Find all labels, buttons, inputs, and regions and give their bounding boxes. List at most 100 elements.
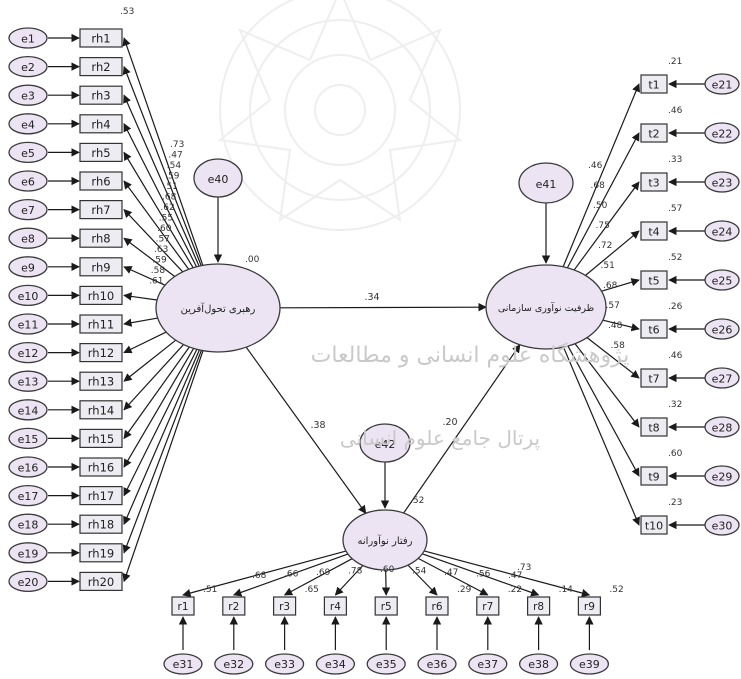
right-loading-2: .50 — [593, 201, 608, 211]
latent-label-right: ظرفیت نوآوری سازمانی — [498, 301, 594, 314]
latent-transformational-leadership — [155, 263, 281, 353]
loading-arrow-t8 — [574, 343, 640, 428]
loading-arrow-rh2 — [122, 65, 202, 266]
left-loading-6: .68 — [162, 193, 177, 203]
r2-label-left: .00 — [245, 255, 260, 265]
left-loading-13: .58 — [151, 266, 166, 276]
error-circle-e20 — [8, 570, 48, 593]
error-label-e2: e2 — [21, 61, 35, 74]
error-label-e27: e27 — [712, 373, 733, 386]
error-circle-e26 — [704, 318, 740, 340]
bottom-loading-4: .60 — [380, 565, 395, 575]
right-loading-7: .57 — [606, 301, 620, 311]
error-label-e7: e7 — [21, 204, 35, 217]
error-label-e29: e29 — [712, 471, 733, 484]
error-label-e21: e21 — [712, 79, 733, 92]
loading-arrow-r7 — [417, 557, 489, 596]
error-label-e6: e6 — [21, 176, 35, 189]
indicator-label-t10: t10 — [645, 520, 663, 533]
loading-arrow-r9 — [423, 550, 591, 598]
indicator-box-t9 — [640, 466, 668, 486]
indicator-label-rh2: rh2 — [91, 60, 110, 74]
coef-left-to-bottom: .38 — [310, 420, 325, 431]
indicator-label-t3: t3 — [648, 177, 659, 190]
indicator-label-r3: r3 — [279, 601, 290, 613]
left-loading-12: .59 — [152, 256, 167, 266]
loading-arrow-rh15 — [123, 346, 190, 440]
r2-label-t10: .23 — [668, 498, 682, 508]
loading-arrow-r6 — [407, 564, 438, 596]
indicator-label-rh5: rh5 — [91, 146, 110, 160]
right-loading-9: .58 — [611, 341, 626, 351]
bottom-loading-6: .47 — [444, 568, 458, 578]
indicator-label-r6: r6 — [432, 601, 443, 613]
loading-arrow-rh20 — [122, 350, 204, 583]
error-circle-e29 — [704, 465, 740, 487]
error-circle-e36 — [417, 653, 457, 675]
indicator-label-rh15: rh15 — [88, 432, 114, 446]
path-bottom-to-right — [403, 344, 521, 514]
error-label-e20: e20 — [18, 576, 39, 589]
indicator-label-rh7: rh7 — [91, 203, 110, 217]
r2-label-t5: .52 — [668, 253, 682, 263]
loading-arrow-rh19 — [122, 350, 202, 554]
error-label-e31: e31 — [173, 658, 194, 671]
error-circle-e18 — [8, 513, 48, 535]
indicator-box-rh4 — [79, 114, 123, 134]
indicator-label-rh16: rh16 — [88, 461, 114, 475]
left-loading-8: .55 — [159, 214, 173, 224]
error-circle-e14 — [8, 399, 48, 421]
indicator-box-rh9 — [79, 257, 123, 277]
indicator-box-rh13 — [79, 371, 123, 391]
indicator-box-r6 — [425, 596, 449, 616]
error-circle-e13 — [8, 370, 48, 392]
error-circle-e30 — [704, 514, 740, 536]
indicator-box-t5 — [640, 270, 668, 290]
indicator-label-rh6: rh6 — [91, 175, 110, 189]
coefficient-labels: rh1e1rh2e2rh3e3rh4e4rh5e5rh6e6rh7e7rh8e8… — [18, 7, 733, 671]
indicator-label-r8: r8 — [533, 601, 544, 613]
loading-arrow-t3 — [573, 181, 640, 271]
indicator-box-r9 — [577, 596, 602, 616]
bottom-loading-7: .56 — [476, 570, 491, 580]
r2-label-t7: .46 — [668, 351, 683, 361]
loading-arrow-rh7 — [123, 208, 184, 273]
latent-label-bottom: رفتار نوآورانه — [358, 534, 413, 547]
error-label-e5: e5 — [21, 147, 35, 160]
r2-label-bottom: .52 — [410, 496, 424, 506]
loading-arrow-rh17 — [123, 349, 198, 497]
r2-label-t1: .21 — [668, 57, 682, 67]
r2-label-r1: .51 — [203, 585, 217, 595]
indicator-label-t4: t4 — [648, 226, 659, 239]
indicator-label-r5: r5 — [381, 601, 392, 613]
error-label-e39: e39 — [579, 658, 600, 671]
r2-label-extra: .73 — [517, 563, 531, 573]
indicator-label-t5: t5 — [648, 275, 659, 288]
coef-bottom-to-right: .20 — [442, 417, 457, 428]
right-loading-0: .46 — [588, 161, 603, 171]
watermark-logo — [217, 0, 463, 231]
indicator-box-rh12 — [79, 343, 123, 363]
path-left-to-right — [279, 303, 487, 312]
indicator-label-t9: t9 — [648, 471, 659, 484]
indicator-box-r1 — [171, 596, 195, 616]
error-circle-e33 — [264, 653, 305, 675]
error-label-e9: e9 — [21, 261, 35, 274]
r2-label-t6: .26 — [668, 302, 683, 312]
error-label-e16: e16 — [18, 462, 39, 475]
error-circle-e3 — [8, 84, 48, 106]
left-loading-7: .62 — [160, 203, 174, 213]
error-circle-e38 — [518, 653, 559, 675]
loading-arrow-t6 — [602, 319, 640, 332]
indicator-label-rh8: rh8 — [91, 232, 110, 246]
left-loading-0: .53 — [120, 7, 134, 17]
error-label-e19: e19 — [18, 547, 39, 560]
error-circle-e5 — [8, 141, 48, 164]
indicator-box-t1 — [640, 74, 668, 94]
error-circle-e37 — [468, 653, 508, 675]
bottom-loading-5: .54 — [412, 567, 427, 577]
error-label-e4: e4 — [21, 118, 35, 131]
loading-arrow-rh4 — [123, 123, 198, 268]
loading-arrow-t1 — [562, 83, 640, 267]
error-circle-e39 — [569, 653, 610, 675]
